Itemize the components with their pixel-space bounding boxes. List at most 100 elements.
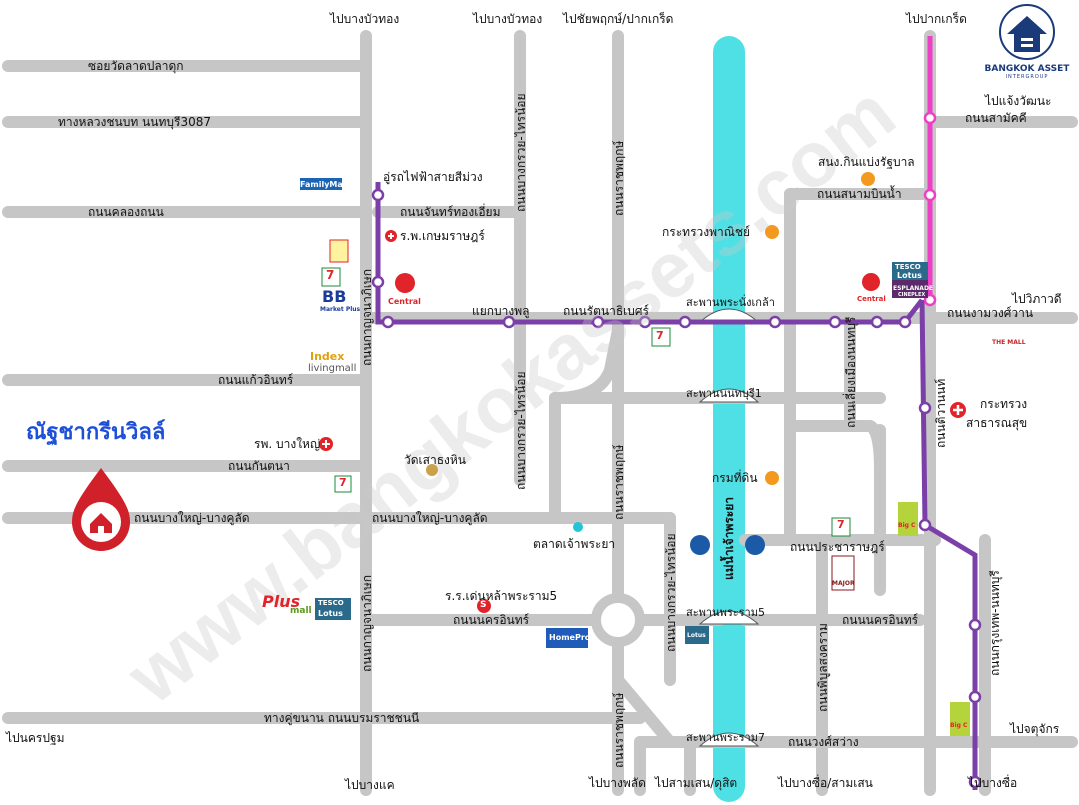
- major-cineplex-logo: MAJOR: [832, 580, 855, 587]
- esplanade-sub: CINEPLEX: [898, 292, 926, 298]
- hospital-icons: [319, 230, 966, 451]
- lotus-logo-3: Lotus: [687, 632, 706, 639]
- plus-mall-logo: Plus: [262, 592, 301, 611]
- the-mall-logo: THE MALL: [992, 339, 1026, 346]
- direction-bang-sue: ไปบางซื่อ: [968, 776, 1018, 790]
- temple-dot: [426, 464, 438, 476]
- pink-stations: [923, 111, 937, 307]
- place-land-department: กรมที่ดิน: [712, 471, 758, 485]
- road-label-bang-yai-2: ถนนบางใหญ่-บางคูลัด: [372, 511, 488, 525]
- lotus-logo-2: Lotus: [897, 271, 922, 280]
- bridge-label-nonthaburi1: สะพานนนทบุรี1: [686, 387, 762, 400]
- road-label-khlong-thanon: ถนนคลองถนน: [88, 205, 164, 219]
- road-label-krungthep-nonthaburi: ถนนกรุงเทพ-นนทบุรี: [988, 570, 1002, 676]
- road-label-kanchanaphisek-1: ถนนกาญจนาภิเษก: [360, 268, 374, 366]
- bridges: [698, 308, 760, 747]
- esplanade-logo: ESPLANADE: [893, 285, 934, 292]
- place-kasemrad-hospital: ร.พ.เกษมราษฎร์: [400, 229, 485, 243]
- road-curve-nonthaburi1: [549, 324, 624, 404]
- river-label: แม่น้ำเจ้าพระยา: [722, 496, 736, 580]
- bridge-nonthaburi1-shape: [698, 388, 760, 403]
- project-title: ณัฐชากรีนวิลล์: [26, 420, 166, 445]
- road-label-wong-sawang: ถนนวงศ์สว่าง: [788, 735, 859, 749]
- road-label-sanambinnam: ถนนสนามบินน้ำ: [817, 187, 902, 201]
- road-label-ngamwongwan: ถนนงามวงศ์วาน: [947, 306, 1034, 320]
- direction-samsen-dusit: ไปสามเสน/ดุสิต: [655, 776, 738, 790]
- place-wat-sao-thong-hin: วัดเสาธงหิน: [404, 453, 466, 467]
- road-label-bang-yai-1: ถนนบางใหญ่-บางคูลัด: [134, 511, 250, 525]
- place-lottery-office: สนง.กินแบ่งรัฐบาล: [818, 155, 915, 169]
- road-label-bang-phlu-junction: แยกบางพลู: [472, 304, 530, 318]
- school-logo: S: [480, 600, 487, 610]
- place-bang-yai-hospital: รพ. บางใหญ่: [254, 437, 321, 451]
- index-logo: Index: [310, 350, 345, 363]
- seven-eleven-logo-4: 7: [837, 518, 845, 531]
- tesco-logo-2: TESCO: [895, 263, 921, 271]
- road-label-kaew-in: ถนนแก้วอินทร์: [218, 373, 294, 387]
- road-label-ratchaphruek-2: ถนนราชพฤกษ์: [612, 444, 626, 520]
- bb-logo-sub: Market Plus: [320, 306, 361, 313]
- big-c-logo-1: Big C: [898, 522, 916, 529]
- bridge-label-rama5: สะพานพระราม5: [686, 606, 765, 619]
- central-logo-1: Central: [388, 297, 421, 306]
- direction-vibhavadi: ไปวิภาวดี: [1012, 292, 1062, 306]
- place-ministry-health-2: สาธารณสุข: [966, 416, 1028, 430]
- road-curve-rama7: [612, 674, 676, 748]
- direction-bang-phlat: ไปบางพลัด: [589, 776, 646, 790]
- road-label-phibun-songkhram: ถนนพิบูลสงคราม: [816, 623, 830, 712]
- company-logo: BANGKOK ASSET INTERGROUP: [982, 4, 1072, 80]
- direction-pak-kret: ไปปากเกร็ด: [906, 12, 967, 26]
- road-label-ratchaphruek-1: ถนนราชพฤกษ์: [612, 140, 626, 216]
- market-dot: [573, 522, 583, 532]
- tesco-logo-1: TESCO: [318, 599, 344, 607]
- direction-bang-khae: ไปบางแค: [345, 778, 395, 792]
- direction-nakhon-pathom: ไปนครปฐม: [6, 731, 65, 745]
- logo-subtext: INTERGROUP: [1005, 74, 1049, 80]
- road-label-nakhon-in-1: ถนนนครอินทร์: [453, 613, 530, 627]
- stations: [371, 188, 982, 789]
- house-logo-icon: [999, 4, 1055, 60]
- lotus-logo-1: Lotus: [318, 609, 343, 618]
- direction-chatuchak: ไปจตุจักร: [1010, 722, 1060, 736]
- seven-eleven-logo-2: 7: [656, 329, 664, 342]
- seven-eleven-logo-3: 7: [339, 476, 347, 489]
- road-label-chan-thong-iam: ถนนจันทร์ทองเอี่ยม: [400, 205, 501, 219]
- place-ministry-health-1: กระทรวง: [980, 397, 1028, 411]
- bb-logo: BB: [322, 287, 347, 306]
- index-livingmall-logo: livingmall: [308, 363, 357, 374]
- place-chao-phraya-market: ตลาดเจ้าพระยา: [533, 537, 616, 551]
- logo-text: BANGKOK ASSET: [984, 64, 1070, 74]
- road-label-3087: ทางหลวงชนบท นนทบุรี3087: [58, 115, 211, 129]
- poi-dots: [765, 172, 875, 485]
- road-label-bang-kruai-3: ถนนบางกรวย-ไทรน้อย: [664, 533, 678, 652]
- road-label-liang-mueang: ถนนเลี่ยงเมืองนนทบุรี: [844, 316, 858, 428]
- bridge-rama5-shape: [698, 610, 760, 625]
- road-label-bang-kruai-1: ถนนบางกรวย-ไทรน้อย: [514, 93, 528, 212]
- direction-bang-bua-thong-2: ไปบางบัวทอง: [473, 12, 543, 26]
- direction-bang-bua-thong-1: ไปบางบัวทอง: [330, 12, 400, 26]
- direction-chaiyaphruek: ไปชัยพฤกษ์/ปากเกร็ด: [563, 12, 674, 26]
- homepro-logo: HomePro: [549, 633, 591, 642]
- brand-shapes: [300, 178, 970, 736]
- road-label-samakkhi: ถนนสามัคคี: [965, 111, 1027, 125]
- plus-mall-sub: mall: [290, 606, 312, 616]
- bridge-rama7-shape: [698, 732, 760, 747]
- bridge-label-phra-nang-klao: สะพานพระนั่งเกล้า: [686, 296, 775, 309]
- familymart-logo: FamilyMart: [300, 180, 351, 189]
- bridge-label-rama7: สะพานพระราม7: [686, 731, 765, 744]
- big-c-logo-2: Big C: [950, 722, 968, 729]
- road-label-tiwanon: ถนนติวานนท์: [934, 378, 948, 448]
- road-label-soi-wat-lat-pladuk: ซอยวัดลาดปลาดุก: [88, 59, 184, 73]
- place-purple-line-depot: อู่รถไฟฟ้าสายสีม่วง: [383, 170, 483, 184]
- central-logo-2: Central: [857, 295, 886, 303]
- place-ministry-commerce: กระทรวงพาณิชย์: [662, 225, 751, 239]
- road-label-bang-kruai-2: ถนนบางกรวย-ไทรน้อย: [514, 371, 528, 490]
- direction-chaeng-watthana: ไปแจ้งวัฒนะ: [985, 94, 1052, 108]
- road-label-kanchanaphisek-2: ถนนกาญจนาภิเษก: [360, 574, 374, 672]
- road-label-ratchaphruek-3: ถนนราชพฤกษ์: [612, 692, 626, 768]
- seven-eleven-logo-1: 7: [326, 268, 335, 282]
- road-network: [2, 30, 1078, 796]
- road-label-borommaratchachonnani: ทางคู่ขนาน ถนนบรมราชชนนี: [264, 711, 420, 725]
- direction-bang-sue-samsen: ไปบางซื่อ/สามเสน: [778, 776, 873, 790]
